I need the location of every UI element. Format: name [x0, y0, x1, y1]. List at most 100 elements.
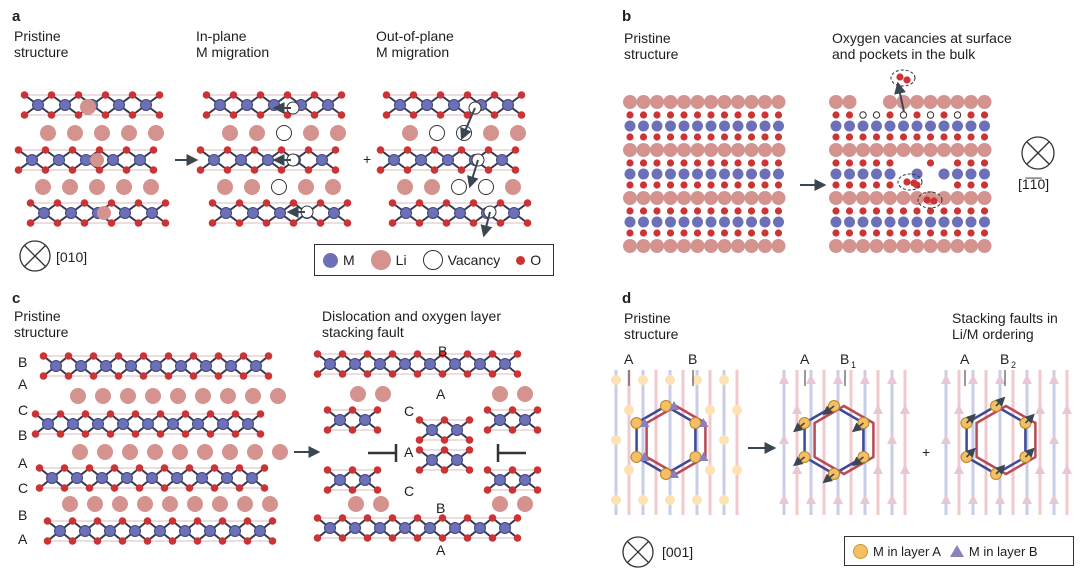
- legend-vacancy: Vacancy: [422, 250, 500, 270]
- oxygen-atom: [899, 133, 908, 141]
- oxygen-atom: [31, 410, 40, 418]
- lithium-atom: [145, 388, 161, 404]
- metal-atom: [96, 472, 108, 484]
- site-label-d-b3: B: [1000, 351, 1010, 367]
- metal-atom: [204, 525, 216, 537]
- oxygen-atom: [533, 486, 542, 494]
- metal-atom: [494, 414, 506, 426]
- lithium-atom: [116, 179, 132, 195]
- oxygen-atom: [337, 91, 346, 99]
- metal-atom: [624, 120, 636, 132]
- legend-layer-b-label: M in layer B: [968, 543, 1038, 559]
- panel-c-caption-pristine: Pristine structure: [14, 308, 69, 340]
- metal-atom: [217, 418, 229, 430]
- oxygen-atom: [155, 111, 164, 119]
- oxygen-atom: [106, 430, 115, 438]
- oxygen-atom: [14, 146, 23, 154]
- lithium-atom: [896, 95, 911, 109]
- oxygen-atom: [39, 372, 48, 380]
- lithium-atom: [298, 179, 314, 195]
- lithium-atom: [950, 143, 965, 157]
- oxygen-atom: [832, 207, 840, 215]
- lithium-atom: [325, 179, 341, 195]
- metal-atom: [759, 216, 771, 228]
- lithium-atom: [937, 191, 951, 205]
- oxygen-atom: [415, 416, 424, 424]
- oxygen-atom: [953, 133, 962, 141]
- metal-atom: [448, 99, 460, 111]
- lithium-atom: [869, 143, 884, 157]
- lithium-atom: [172, 444, 188, 460]
- metal-atom: [965, 216, 977, 228]
- shift-arrow: [995, 396, 1006, 407]
- panel-a-legend: M Li Vacancy O: [314, 244, 554, 276]
- oxygen-atom: [348, 406, 357, 414]
- vacancy-site: [429, 125, 445, 141]
- panel-d: d Pristine structure Stacking faults in …: [600, 288, 1080, 578]
- lithium-atom: [883, 239, 897, 253]
- metal-atom: [254, 525, 266, 537]
- oxygen-atom: [107, 199, 116, 207]
- metal-atom: [146, 207, 158, 219]
- shift-arrow: [793, 456, 806, 467]
- lithium-atom: [842, 95, 857, 109]
- lithium-atom: [964, 239, 978, 253]
- oxygen-atom: [680, 159, 688, 167]
- oxygen-atom: [313, 534, 322, 542]
- oxygen-atom: [896, 73, 904, 81]
- oxygen-atom: [310, 91, 319, 99]
- oxygen-atom: [653, 181, 661, 189]
- faint-atom-b: [1022, 494, 1032, 504]
- oxygen-atom: [639, 111, 648, 119]
- oxygen-atom: [680, 207, 688, 215]
- oxygen-atom: [268, 537, 277, 545]
- oxygen-atom: [720, 133, 729, 141]
- lithium-atom: [758, 95, 772, 109]
- lithium-atom: [744, 191, 759, 205]
- oxygen-atom: [490, 91, 499, 99]
- faint-atom-b: [833, 494, 843, 504]
- metal-atom: [324, 522, 336, 534]
- faint-atom-a: [719, 495, 729, 505]
- panel-a-axis-label: [010]: [56, 249, 88, 265]
- faint-atom-b: [1035, 404, 1045, 414]
- metal-atom: [638, 216, 649, 228]
- metal-atom: [107, 154, 119, 166]
- lithium-atom: [677, 143, 691, 157]
- site-label-d-b2: B: [840, 351, 850, 367]
- metal-atom: [196, 472, 208, 484]
- oxygen-atom: [223, 146, 232, 154]
- oxygen-atom: [872, 207, 881, 215]
- metal-atom: [349, 358, 361, 370]
- oxygen-atom: [373, 426, 382, 434]
- oxygen-atom: [886, 229, 894, 237]
- faint-atom-b: [779, 494, 789, 504]
- oxygen-atom: [218, 517, 227, 525]
- oxygen-atom: [363, 370, 372, 378]
- panel-a: a Pristine structure In-plane M migratio…: [0, 0, 560, 290]
- oxygen-atom: [488, 350, 497, 358]
- oxygen-atom: [680, 229, 688, 237]
- metal-atom: [884, 168, 896, 180]
- oxygen-atom: [496, 199, 505, 207]
- legend-o-swatch: [516, 255, 526, 265]
- faint-atom-a: [611, 375, 621, 385]
- lithium-atom: [650, 143, 664, 157]
- oxygen-atom: [388, 199, 397, 207]
- metal-atom: [324, 358, 336, 370]
- lithium-atom: [424, 179, 440, 195]
- faint-atom-a: [732, 465, 742, 475]
- lithium-atom: [896, 143, 911, 157]
- lithium-atom: [677, 95, 691, 109]
- faint-atom-b: [1062, 404, 1072, 414]
- hexagon-layer-b: [975, 404, 1037, 476]
- oxygen-atom: [210, 484, 219, 492]
- faint-atom-a: [692, 375, 702, 385]
- metal-atom: [175, 360, 187, 372]
- metal-atom: [678, 216, 690, 228]
- legend-layer-a-label: M in layer A: [873, 543, 941, 559]
- metal-atom: [844, 216, 855, 228]
- oxygen-atom: [26, 219, 35, 227]
- metal-atom: [242, 418, 254, 430]
- metal-atom: [426, 424, 438, 436]
